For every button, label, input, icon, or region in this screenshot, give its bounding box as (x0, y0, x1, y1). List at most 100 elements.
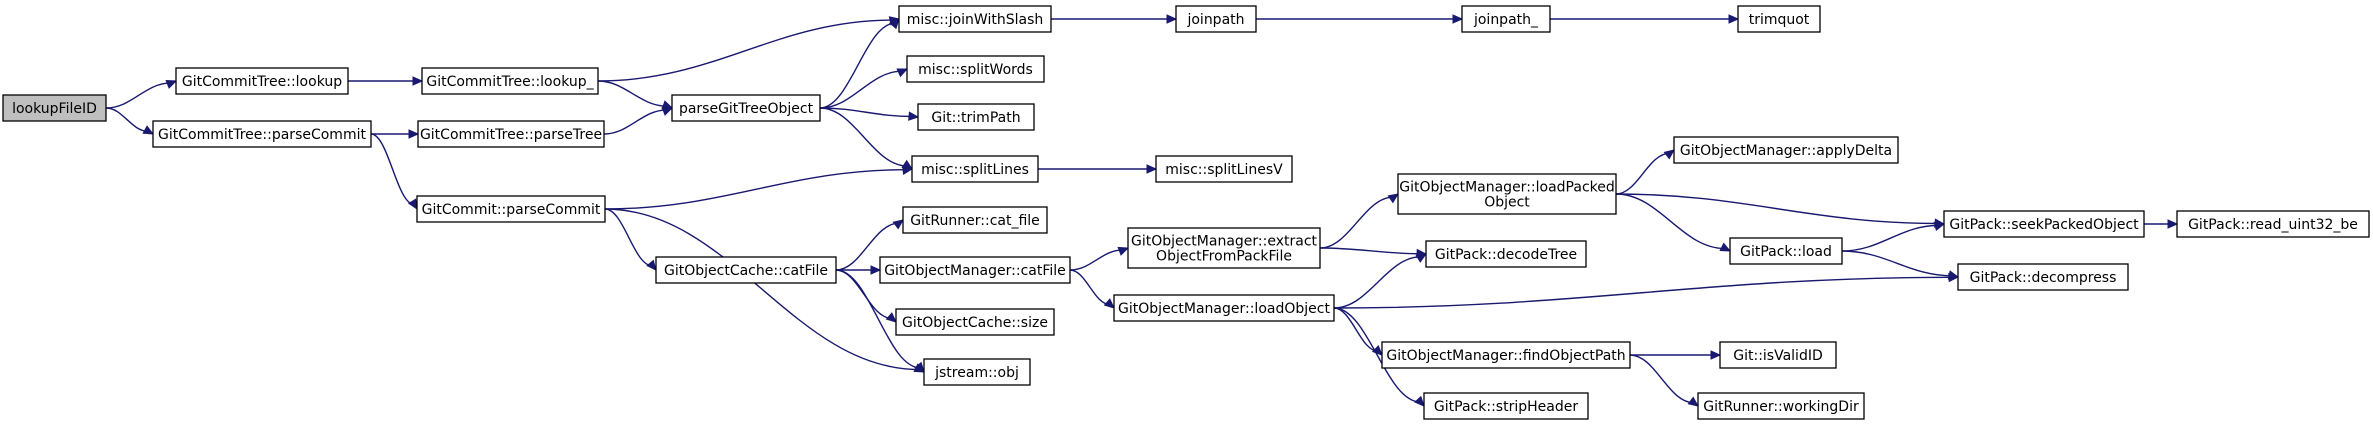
node-box (906, 55, 1045, 83)
call-edge-line (370, 133, 415, 206)
node-git-isvalidid[interactable]: Git::isValidID (1719, 341, 1837, 369)
node-label: GitObjectCache::catFile (664, 263, 828, 279)
arrowhead-icon (142, 125, 155, 135)
node-box (655, 256, 837, 284)
node-label: GitPack::read_uint32_be (2188, 217, 2358, 233)
call-edge-line (1615, 152, 1670, 195)
call-edge-line (604, 208, 920, 371)
node-label: ObjectFromPackFile (1156, 249, 1292, 265)
node-misc-joinwithslash[interactable]: misc::joinWithSlash (898, 5, 1052, 33)
node-label: lookupFileID (12, 101, 97, 117)
arrowhead-icon (1933, 221, 1946, 232)
call-edge-gitobjectmanager-loadobject-to-gitpack-decompress (1333, 272, 1960, 309)
node-label: GitCommitTree::parseTree (420, 127, 602, 143)
node-box (911, 155, 1039, 183)
call-edge-gitpack-load-to-gitpack-seekpackedobject (1841, 221, 1946, 252)
arrowhead-icon (1414, 395, 1425, 407)
node-label: Git::isValidID (1733, 348, 1823, 364)
node-trimquot[interactable]: trimquot (1737, 5, 1821, 33)
call-edge-line (1841, 250, 1953, 277)
call-edge-parsegittreeobject-to-misc-splitwords (819, 68, 909, 109)
node-box (1719, 341, 1837, 369)
call-edge-line (819, 107, 913, 118)
node-box (1461, 5, 1551, 33)
node-gitrunner-cat-file[interactable]: GitRunner::cat_file (902, 206, 1048, 234)
node-box (1697, 392, 1865, 420)
call-edge-line (1841, 224, 1939, 252)
node-gitobjectmanager-applydelta[interactable]: GitObjectManager::applyDelta (1673, 136, 1899, 164)
call-edge-line (1333, 307, 1421, 403)
node-box (895, 308, 1055, 336)
node-misc-splitwords[interactable]: misc::splitWords (906, 55, 1045, 83)
node-gitcommit-parsecommit[interactable]: GitCommit::parseCommit (416, 195, 606, 223)
node-jstream-obj[interactable]: jstream::obj (923, 358, 1031, 386)
node-label: GitPack::decompress (1970, 270, 2117, 286)
node-gitobjectmanager-extractobjectfrompackfile[interactable]: GitObjectManager::extractObjectFromPackF… (1127, 227, 1321, 269)
node-box (1175, 5, 1257, 33)
call-edge-joinpath-to-joinpath (1256, 14, 1464, 24)
call-edge-line (105, 82, 171, 109)
node-gitobjectcache-size[interactable]: GitObjectCache::size (895, 308, 1055, 336)
node-box (1737, 5, 1821, 33)
call-edge-parsegittreeobject-to-misc-joinwithslash (819, 18, 900, 109)
node-box (1425, 240, 1587, 268)
arrowhead-icon (1146, 164, 1158, 174)
node-gitcommittree-parsecommit[interactable]: GitCommitTree::parseCommit (152, 120, 372, 148)
node-gitpack-seekpackedobject[interactable]: GitPack::seekPackedObject (1943, 210, 2145, 238)
call-edge-gitpack-load-to-gitpack-decompress (1841, 250, 1960, 280)
node-box (1381, 341, 1631, 369)
node-box (417, 120, 605, 148)
arrowhead-icon (165, 79, 178, 89)
arrowhead-icon (885, 312, 897, 323)
node-box (1155, 155, 1293, 183)
node-box (917, 103, 1035, 131)
call-edge-parsegittreeobject-to-git-trimpath (819, 107, 920, 121)
node-joinpath[interactable]: joinpath_ (1461, 5, 1551, 33)
node-box (1943, 210, 2145, 238)
node-label: GitPack::decodeTree (1435, 247, 1577, 263)
call-edge-gitobjectmanager-findobjectpath-to-gitrunner-workingdir (1629, 354, 1699, 407)
node-box (416, 195, 606, 223)
node-lookupfileid[interactable]: lookupFileID (2, 94, 107, 122)
node-gitobjectmanager-findobjectpath[interactable]: GitObjectManager::findObjectPath (1381, 341, 1631, 369)
arrowhead-icon (1166, 14, 1178, 24)
node-box (2, 94, 107, 122)
call-edge-line (597, 19, 894, 82)
node-label: parseGitTreeObject (679, 101, 814, 117)
node-gitrunner-workingdir[interactable]: GitRunner::workingDir (1697, 392, 1865, 420)
node-gitcommittree-lookup[interactable]: GitCommitTree::lookup_ (421, 67, 599, 95)
node-gitobjectcache-catfile[interactable]: GitObjectCache::catFile (655, 256, 837, 284)
node-git-trimpath[interactable]: Git::trimPath (917, 103, 1035, 131)
node-gitcommittree-parsetree[interactable]: GitCommitTree::parseTree (417, 120, 605, 148)
node-joinpath[interactable]: joinpath (1175, 5, 1257, 33)
arrowhead-icon (1719, 242, 1732, 252)
node-label: GitObjectManager::loadObject (1118, 301, 1330, 317)
node-gitpack-read-uint32-be[interactable]: GitPack::read_uint32_be (2176, 210, 2370, 238)
call-edge-line (604, 208, 653, 267)
node-gitcommittree-lookup[interactable]: GitCommitTree::lookup (175, 67, 349, 95)
call-edge-misc-joinwithslash-to-joinpath (1051, 14, 1178, 24)
node-misc-splitlines[interactable]: misc::splitLines (911, 155, 1039, 183)
arrowhead-icon (1687, 396, 1699, 407)
node-gitpack-stripheader[interactable]: GitPack::stripHeader (1423, 392, 1589, 420)
node-label: misc::splitWords (918, 62, 1033, 78)
call-edge-line (603, 109, 667, 135)
arrowhead-icon (1663, 149, 1675, 160)
node-gitobjectmanager-loadobject[interactable]: GitObjectManager::loadObject (1113, 294, 1335, 322)
arrowhead-icon (1947, 270, 1960, 280)
call-graph-edges (105, 14, 2179, 407)
node-gitpack-decodetree[interactable]: GitPack::decodeTree (1425, 240, 1587, 268)
node-gitpack-load[interactable]: GitPack::load (1729, 237, 1843, 265)
node-parsegittreeobject[interactable]: parseGitTreeObject (671, 94, 821, 122)
node-box (1113, 294, 1335, 322)
arrowhead-icon (870, 265, 882, 275)
node-label: Object (1484, 195, 1530, 211)
call-edge-joinpath-to-trimquot (1550, 14, 1740, 24)
node-box (671, 94, 821, 122)
node-misc-splitlinesv[interactable]: misc::splitLinesV (1155, 155, 1293, 183)
node-gitobjectmanager-catfile[interactable]: GitObjectManager::catFile (879, 256, 1071, 284)
call-edge-parsegittreeobject-to-misc-splitlines (819, 107, 914, 170)
node-gitpack-decompress[interactable]: GitPack::decompress (1957, 263, 2129, 291)
